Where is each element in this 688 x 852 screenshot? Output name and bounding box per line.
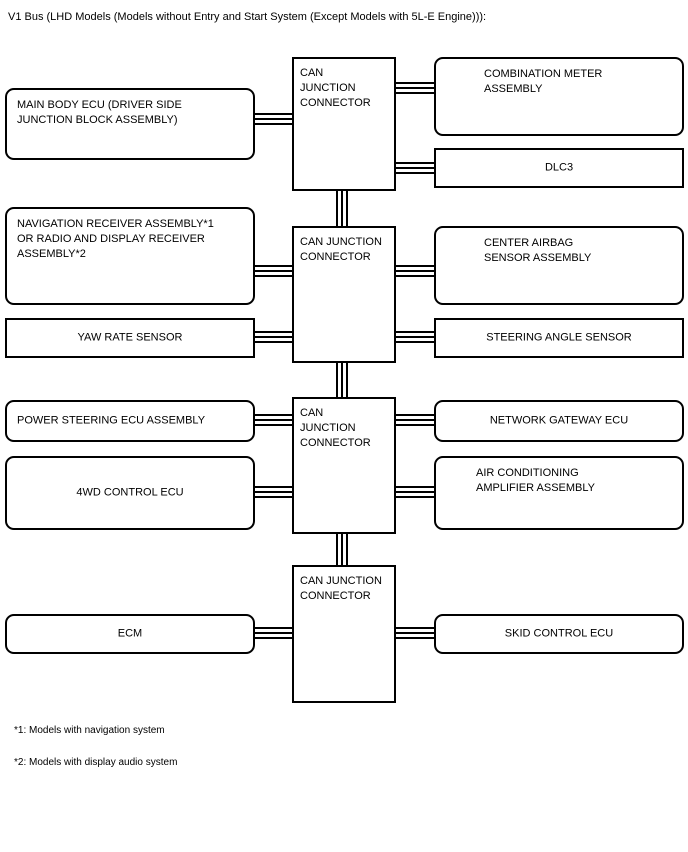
node-navigation-receiver[interactable]: NAVIGATION RECEIVER ASSEMBLY*1 OR RADIO … [5, 207, 255, 305]
node-steering-angle-sensor[interactable]: STEERING ANGLE SENSOR [434, 318, 684, 358]
node-can-junction-connector-4[interactable]: CAN JUNCTION CONNECTOR [292, 565, 396, 703]
node-can-junction-connector-4-label: CAN JUNCTION CONNECTOR [300, 575, 382, 602]
node-can-junction-connector-3[interactable]: CAN JUNCTION CONNECTOR [292, 397, 396, 534]
node-can-junction-connector-2-label: CAN JUNCTION CONNECTOR [300, 236, 382, 263]
node-yaw-rate-sensor-label: YAW RATE SENSOR [77, 331, 183, 344]
footnote-1: *1: Models with navigation system [14, 725, 165, 736]
bus-link-navigation-to-can2 [248, 265, 298, 278]
node-power-steering-ecu-label: POWER STEERING ECU ASSEMBLY [17, 414, 206, 427]
bus-link-can3-to-can4 [336, 533, 349, 568]
node-center-airbag-sensor[interactable]: CENTER AIRBAG SENSOR ASSEMBLY [434, 226, 684, 305]
diagram-title: V1 Bus (LHD Models (Models without Entry… [8, 11, 487, 23]
footnote-2: *2: Models with display audio system [14, 757, 178, 768]
bus-link-can1-to-can2 [336, 190, 349, 230]
node-4wd-control-ecu[interactable]: 4WD CONTROL ECU [5, 456, 255, 530]
node-steering-angle-sensor-label: STEERING ANGLE SENSOR [486, 331, 632, 344]
node-can-junction-connector-2[interactable]: CAN JUNCTION CONNECTOR [292, 226, 396, 363]
bus-link-can2-to-center-airbag [390, 265, 440, 278]
node-navigation-receiver-label: NAVIGATION RECEIVER ASSEMBLY*1 OR RADIO … [17, 218, 214, 260]
node-4wd-control-ecu-label: 4WD CONTROL ECU [76, 486, 184, 499]
bus-link-4wd-to-can3 [248, 486, 298, 499]
node-can-junction-connector-1[interactable]: CAN JUNCTION CONNECTOR [292, 57, 396, 191]
bus-link-power-steering-to-can3 [248, 414, 298, 427]
node-network-gateway-ecu[interactable]: NETWORK GATEWAY ECU [434, 400, 684, 442]
bus-link-main-body-to-can1 [248, 113, 298, 126]
node-power-steering-ecu[interactable]: POWER STEERING ECU ASSEMBLY [5, 400, 255, 442]
node-main-body-ecu-label: MAIN BODY ECU (DRIVER SIDE JUNCTION BLOC… [17, 99, 182, 126]
node-air-conditioning-amplifier[interactable]: AIR CONDITIONING AMPLIFIER ASSEMBLY [434, 456, 684, 530]
bus-link-can2-to-steering-angle [390, 331, 440, 344]
node-skid-control-ecu-label: SKID CONTROL ECU [504, 627, 614, 640]
node-yaw-rate-sensor[interactable]: YAW RATE SENSOR [5, 318, 255, 358]
node-ecm[interactable]: ECM [5, 614, 255, 654]
bus-link-yaw-rate-to-can2 [248, 331, 298, 344]
node-dlc3[interactable]: DLC3 [434, 148, 684, 188]
node-main-body-ecu[interactable]: MAIN BODY ECU (DRIVER SIDE JUNCTION BLOC… [5, 88, 255, 160]
node-air-conditioning-amplifier-label: AIR CONDITIONING AMPLIFIER ASSEMBLY [476, 467, 596, 494]
node-ecm-label: ECM [117, 627, 143, 640]
node-can-junction-connector-3-label: CAN JUNCTION CONNECTOR [300, 407, 371, 449]
node-dlc3-label: DLC3 [544, 161, 574, 174]
bus-link-can3-to-air-conditioning [390, 486, 440, 499]
bus-link-can1-to-dlc3 [390, 162, 440, 175]
node-combination-meter[interactable]: COMBINATION METER ASSEMBLY [434, 57, 684, 136]
bus-link-can1-to-combination-meter [390, 82, 440, 95]
node-network-gateway-ecu-label: NETWORK GATEWAY ECU [489, 414, 629, 427]
node-skid-control-ecu[interactable]: SKID CONTROL ECU [434, 614, 684, 654]
bus-link-can3-to-network-gateway [390, 414, 440, 427]
bus-link-can4-to-skid-control [390, 627, 440, 640]
node-can-junction-connector-1-label: CAN JUNCTION CONNECTOR [300, 67, 371, 109]
bus-link-can2-to-can3 [336, 362, 349, 402]
bus-link-ecm-to-can4 [248, 627, 298, 640]
node-combination-meter-label: COMBINATION METER ASSEMBLY [484, 68, 603, 95]
node-center-airbag-sensor-label: CENTER AIRBAG SENSOR ASSEMBLY [484, 237, 592, 264]
